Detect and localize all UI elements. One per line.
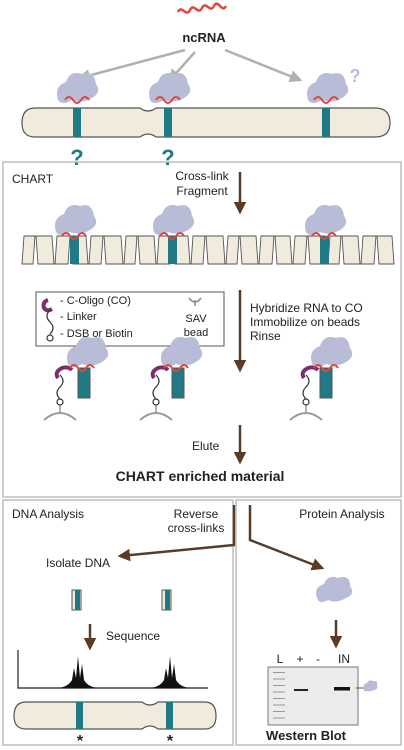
chromatin-fragment [103,235,124,265]
peak-2 [150,656,190,688]
legend-item-c-oligo: - C-Oligo (CO) [60,295,131,307]
legend-box: - C-Oligo (CO) - Linker - DSB or Biotin … [35,291,225,347]
question-mark-1: ? [70,145,83,170]
sequencing-track [17,650,208,689]
blot-protein-icon [363,680,378,692]
ladder-lane [273,672,285,719]
chromatin-fragment [376,235,395,265]
chromatin-fragment [88,235,104,265]
chromatin-fragment [258,235,275,265]
legend-item-linker: - Linker [60,311,97,323]
peak-1 [58,656,98,688]
ncrna-squiggle [176,2,228,14]
isolated-dna-2 [161,589,172,611]
grey-arrow-left [77,48,186,82]
chromatin-fragment [274,235,293,265]
lane-in: IN [338,652,350,666]
binding-site-1 [73,108,81,137]
ladder-band [273,698,285,699]
protein-complex-3 [307,73,349,104]
chromatin-fragment [360,235,377,265]
band-in [334,687,350,691]
lane-l: L [277,652,284,666]
legend-item-biotin: - DSB or Biotin [60,328,133,340]
step1-line2: Fragment [176,184,228,198]
ladder-band [273,711,285,712]
top-chromosome [21,107,391,138]
branch-arrow-protein [248,505,325,571]
lane-plus: + [296,652,303,666]
protein-panel [235,499,402,746]
chromatin-fragment [190,235,206,265]
reverse-line1: Reverse [174,507,219,521]
ladder-band [273,672,285,673]
western-blot: L + - IN [267,652,378,726]
chromatin-fragment [327,235,342,265]
ncrna-label: ncRNA [182,30,226,45]
immobilized-complex-1 [43,337,109,421]
step2-line3: Rinse [250,329,281,343]
chromatin-fragment [21,235,36,265]
binding-site-2 [164,108,172,137]
protein-complex-2 [149,73,191,104]
immobilized-complex-2 [139,337,203,421]
isolated-dna-1 [71,589,82,611]
fragment-complex-3 [305,205,347,264]
step1-line1: Cross-link [175,169,229,183]
chromatin-fragment [123,235,138,265]
biotin-icon [46,334,54,342]
sequence-label: Sequence [106,629,160,643]
chromatin-fragment [341,235,361,265]
chromatin-fragment [137,235,157,265]
bead-label: bead [184,327,208,339]
chart-result-label: CHART enriched material [116,468,285,484]
grey-arrow-right [224,48,303,83]
question-mark-3: ? [350,66,361,86]
step3-label: Elute [192,439,220,453]
ladder-band [273,717,285,719]
ladder-band [273,691,285,693]
binding-site-3 [322,108,330,137]
linker-icon [46,309,54,335]
peak-mark-1: * [77,733,84,750]
isolate-label: Isolate DNA [46,556,110,570]
chromatin-fragment [225,235,240,265]
chart-title: CHART [12,172,54,186]
ladder-band [273,678,285,680]
bottom-chromosome [13,701,217,730]
reverse-line2: cross-links [168,521,225,535]
peak-mark-2: * [167,733,174,750]
sav-label: SAV [185,313,207,325]
chromatin-fragment [205,235,226,265]
immobilized-complex-3 [289,337,353,421]
top-section: ncRNA ? ? ? [21,2,391,170]
step2-line1: Hybridize RNA to CO [250,301,363,315]
branch-arrow-dna [117,505,236,562]
chart-panel [2,161,402,498]
fragment-complex-2 [153,205,195,264]
blot-title: Western Blot [266,728,347,743]
sav-bead-icon [188,297,202,306]
fragmented-chromosome [21,235,395,265]
question-mark-2: ? [161,145,174,170]
chromatin-fragment [54,235,71,265]
fragment-complex-1 [55,205,97,264]
ladder-band [273,685,285,686]
lane-minus: - [316,652,320,666]
protein-complex-1 [57,73,99,104]
dna-panel [2,499,234,746]
eluted-protein [316,576,353,602]
chromatin-fragment [292,235,308,265]
step2-line2: Immobilize on beads [250,315,360,329]
chromatin-fragment [35,235,55,265]
protein-title: Protein Analysis [299,507,384,521]
band-plus [294,689,308,691]
chromatin-fragment [239,235,259,265]
dna-title: DNA Analysis [12,507,84,521]
ladder-band [273,704,285,706]
